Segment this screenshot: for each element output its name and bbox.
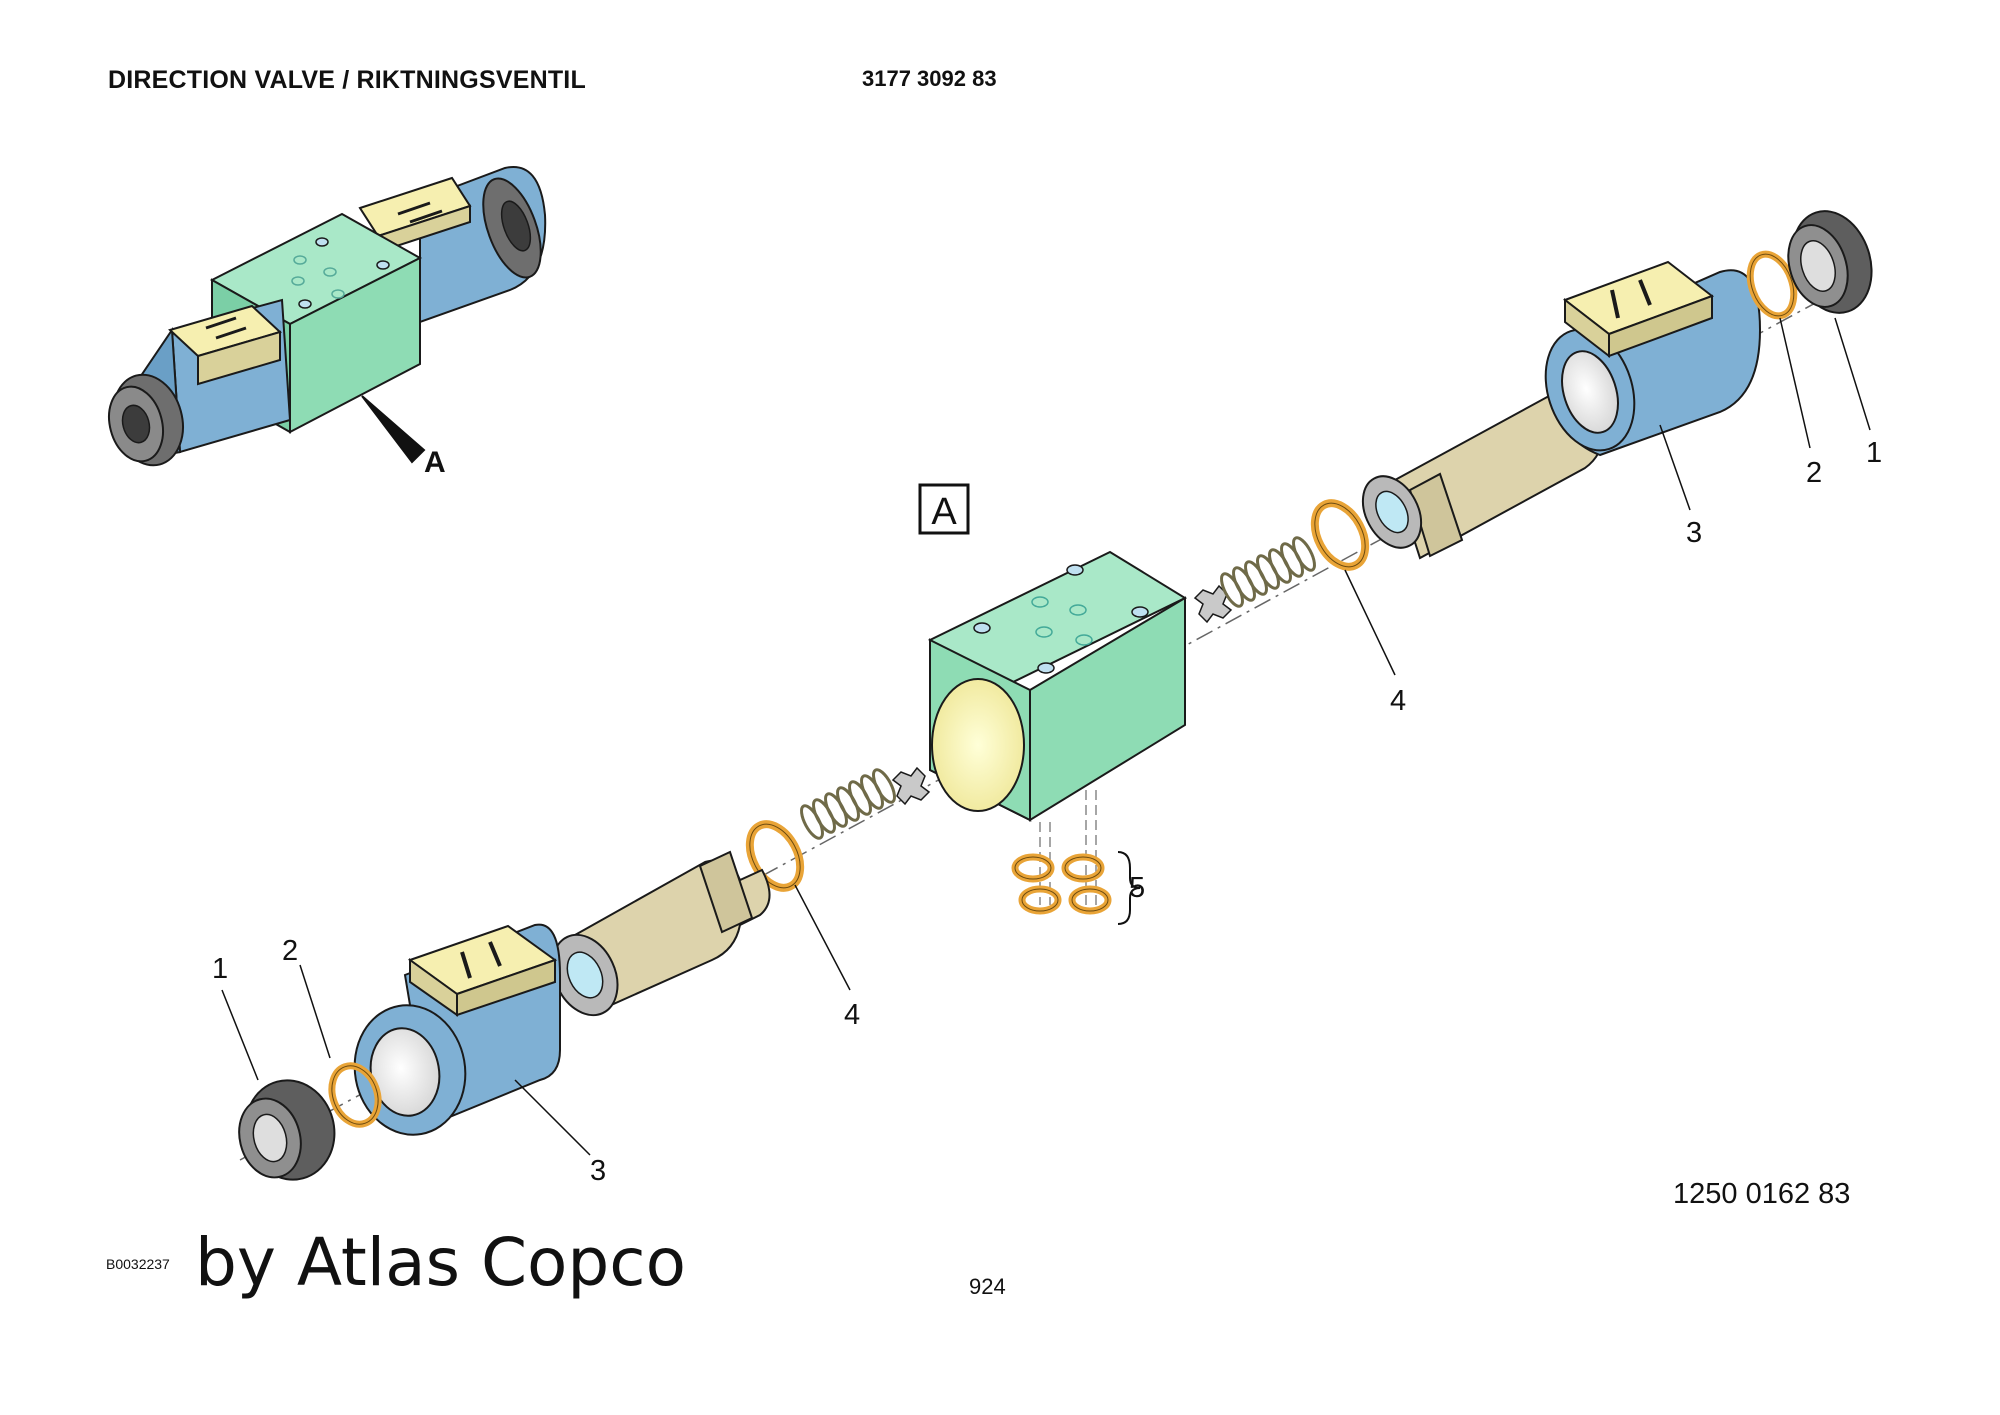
callout-coil-upper: 3 bbox=[1686, 517, 1702, 549]
lower-left-parts bbox=[238, 766, 931, 1181]
callout-nut-upper: 1 bbox=[1866, 437, 1882, 469]
image-code: B0032237 bbox=[106, 1256, 170, 1272]
valve-body bbox=[927, 550, 1188, 822]
part-number: 3177 3092 83 bbox=[862, 66, 997, 91]
callout-nut-lower: 1 bbox=[212, 953, 228, 985]
port-seal-bracket bbox=[1117, 851, 1141, 925]
assembly-number: 1250 0162 83 bbox=[1673, 1178, 1851, 1210]
view-pointer-label: A bbox=[424, 446, 446, 479]
callout-seal-upper: 4 bbox=[1390, 685, 1406, 717]
page-title: DIRECTION VALVE / RIKTNINGSVENTIL bbox=[108, 66, 586, 94]
assembled-valve bbox=[108, 166, 547, 467]
callout-o-ring-lower: 2 bbox=[282, 935, 298, 967]
callout-o-ring-upper: 2 bbox=[1806, 457, 1822, 489]
callout-leaders bbox=[221, 317, 1871, 1156]
detail-label: A bbox=[931, 491, 957, 533]
callout-seal-lower: 4 bbox=[844, 999, 860, 1031]
page-number: 924 bbox=[969, 1274, 1006, 1299]
brand-caption: by Atlas Copco bbox=[195, 1224, 686, 1301]
callout-port-seals: 5 bbox=[1129, 872, 1145, 904]
callout-coil-lower: 3 bbox=[590, 1155, 606, 1187]
port-seals bbox=[1011, 853, 1112, 915]
upper-right-parts bbox=[1193, 210, 1873, 624]
detail-label-box bbox=[918, 483, 970, 535]
